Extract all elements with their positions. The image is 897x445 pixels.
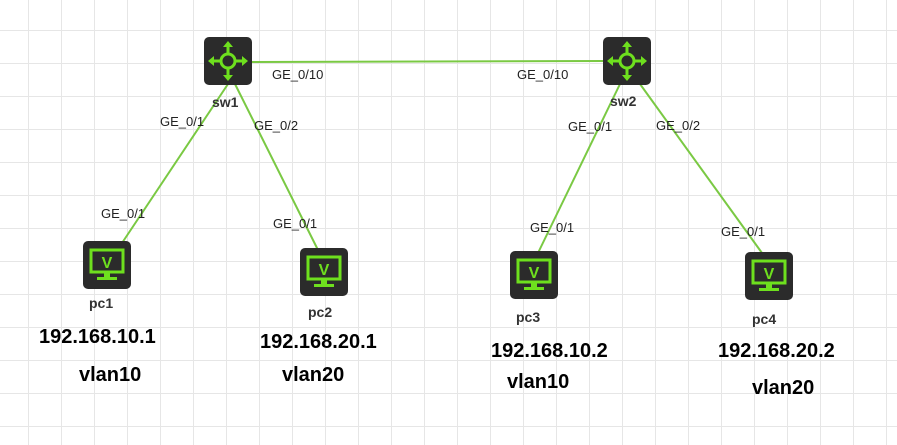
port-label-sw2-ge01: GE_0/1	[568, 119, 613, 134]
pc4-ip-address: 192.168.20.2	[718, 340, 835, 362]
pc4-vlan-label: vlan20	[752, 377, 815, 399]
pc4-name: pc4	[752, 311, 777, 327]
pc4-monitor-icon[interactable]: V	[745, 252, 793, 300]
svg-text:V: V	[764, 266, 775, 283]
port-label-sw1-ge01: GE_0/1	[160, 114, 205, 129]
port-label-sw1-ge02: GE_0/2	[254, 118, 299, 133]
port-label-sw2-ge02: GE_0/2	[656, 118, 701, 133]
pc1-vlan-label: vlan10	[79, 364, 142, 386]
pc2-name: pc2	[308, 304, 333, 320]
port-label-pc1-ge01: GE_0/1	[101, 206, 146, 221]
pc3-monitor-icon[interactable]: V	[510, 251, 558, 299]
svg-text:V: V	[529, 265, 540, 282]
pc1-monitor-icon[interactable]: V	[83, 241, 131, 289]
svg-text:V: V	[319, 262, 330, 279]
pc1-name: pc1	[89, 295, 114, 311]
port-label-pc2-ge01: GE_0/1	[273, 216, 318, 231]
port-label-pc3-ge01: GE_0/1	[530, 220, 575, 235]
pc2-ip-address: 192.168.20.1	[260, 331, 377, 353]
svg-text:V: V	[102, 255, 113, 272]
port-label-sw1-ge010: GE_0/10	[272, 67, 324, 82]
sw1-switch-icon[interactable]	[204, 37, 252, 85]
link-sw2-pc4[interactable]	[639, 83, 763, 254]
link-sw1-pc2[interactable]	[234, 83, 319, 251]
sw2-switch-icon[interactable]	[603, 37, 651, 85]
pc3-name: pc3	[516, 309, 541, 325]
pc1-ip-address: 192.168.10.1	[39, 326, 156, 348]
link-sw1-pc1[interactable]	[121, 83, 229, 244]
sw2-name: sw2	[610, 93, 637, 109]
pc2-vlan-label: vlan20	[282, 364, 345, 386]
pc3-vlan-label: vlan10	[507, 371, 570, 393]
link-sw2-pc3[interactable]	[537, 83, 621, 254]
port-label-sw2-ge010: GE_0/10	[517, 67, 569, 82]
link-sw1-sw2[interactable]	[249, 60, 604, 63]
port-label-pc4-ge01: GE_0/1	[721, 224, 766, 239]
pc2-monitor-icon[interactable]: V	[300, 248, 348, 296]
pc3-ip-address: 192.168.10.2	[491, 340, 608, 362]
sw1-name: sw1	[212, 94, 239, 110]
